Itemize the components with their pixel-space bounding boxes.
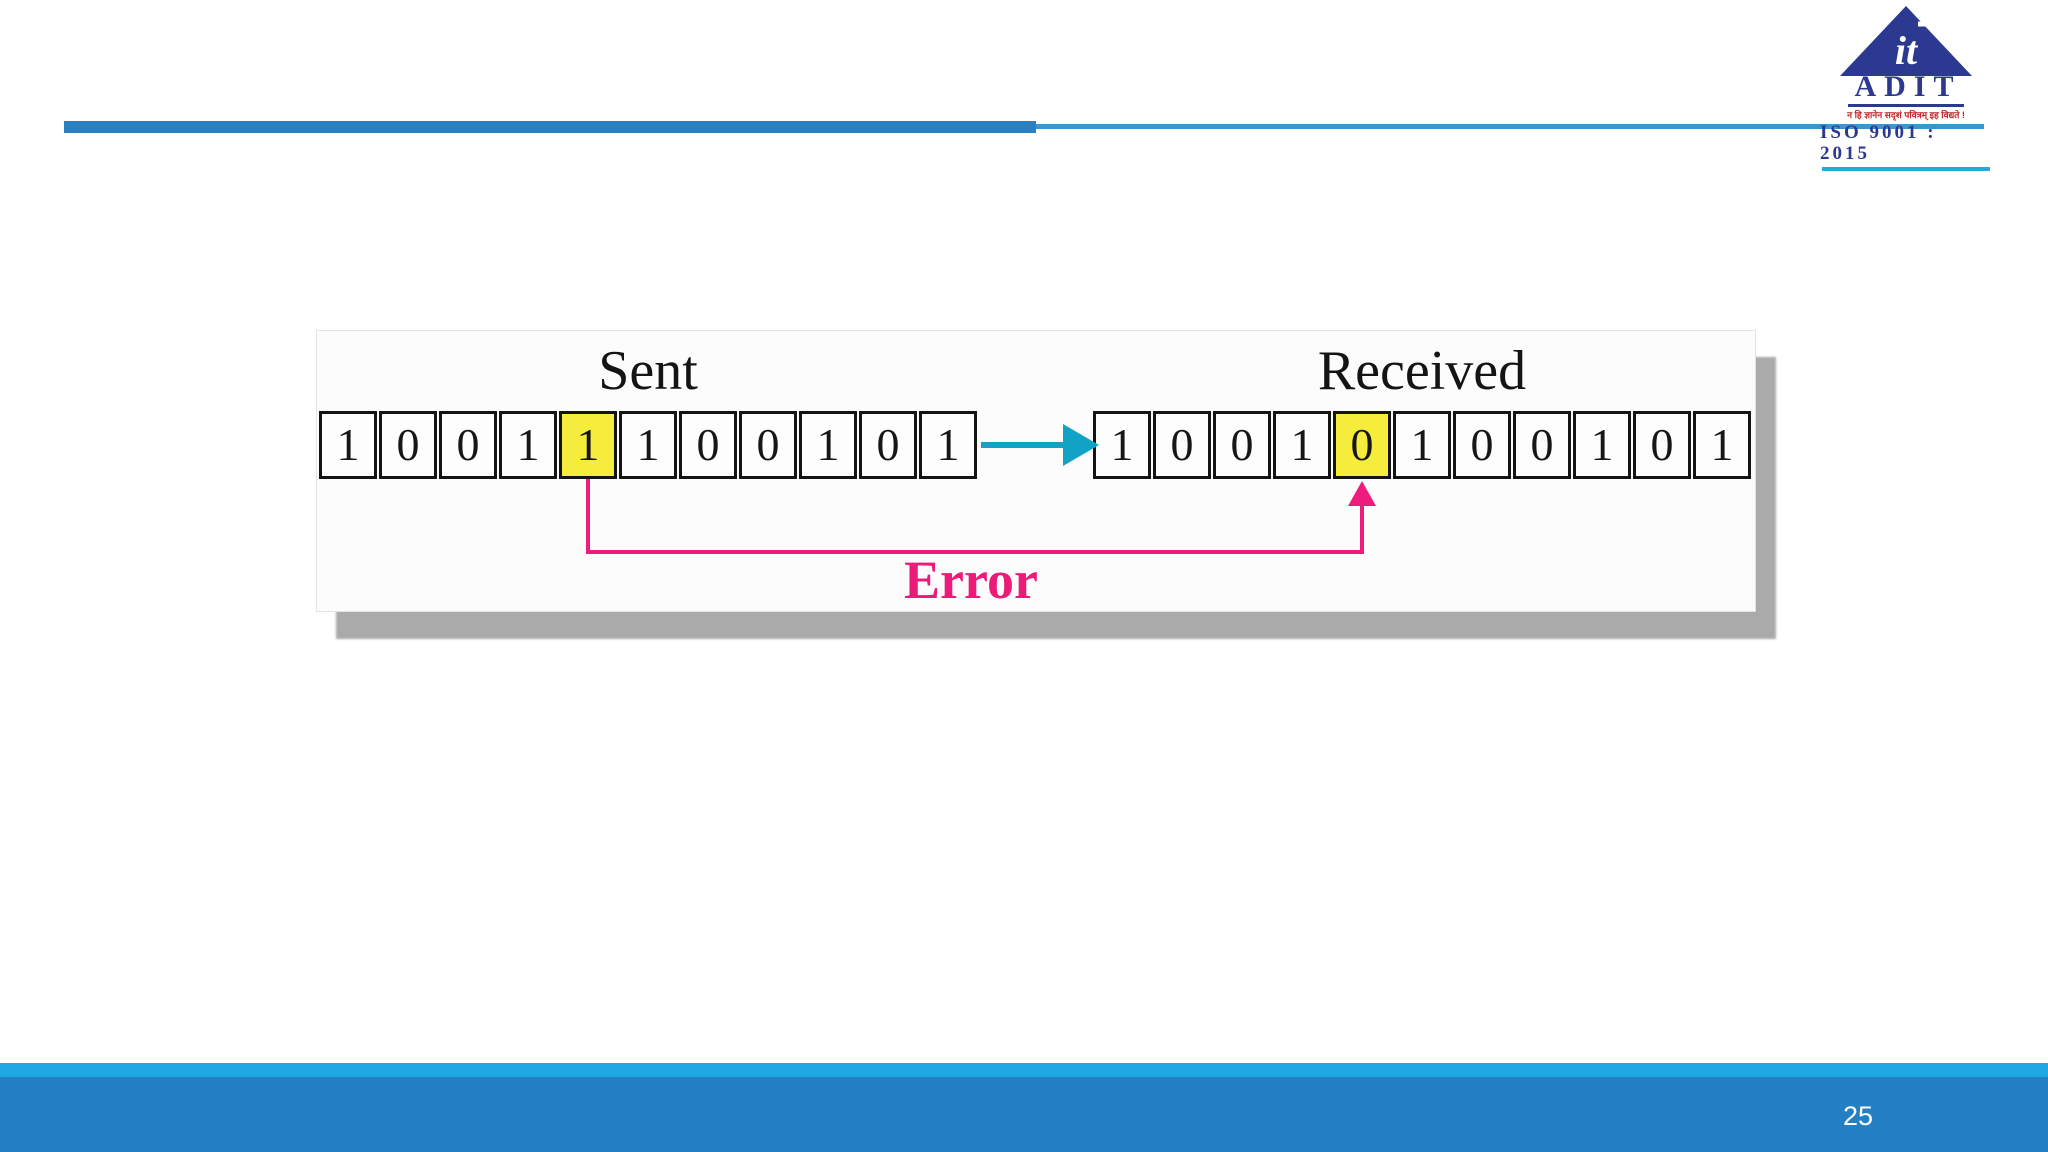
logo-acronym: ADIT [1848, 72, 1964, 107]
footer-bar [0, 1077, 2048, 1152]
logo-tagline: न हि ज्ञानेन सदृशं पवित्रम् इह विद्यते ! [1847, 110, 1965, 120]
footer-accent-stripe [0, 1063, 2048, 1077]
bit-cell: 0 [1333, 411, 1391, 479]
logo-underline [1822, 166, 1990, 171]
page-number: 25 [1842, 1101, 1874, 1131]
bit-cell: 1 [1573, 411, 1631, 479]
logo-iso-text: ISO 9001 : 2015 [1820, 121, 1937, 164]
top-rule-thin [1036, 124, 1984, 129]
bit-cell: 0 [739, 411, 797, 479]
bit-cell: 1 [919, 411, 977, 479]
logo-triangle-icon: it [1840, 6, 1972, 76]
bit-cell: 1 [559, 411, 617, 479]
bit-cell: 1 [1273, 411, 1331, 479]
bit-cell: 1 [619, 411, 677, 479]
bit-cell: 0 [1153, 411, 1211, 479]
bit-cell: 1 [1693, 411, 1751, 479]
sent-label: Sent [598, 340, 698, 402]
bit-cell: 1 [319, 411, 377, 479]
bit-cell: 0 [379, 411, 437, 479]
adit-logo: it ADIT न हि ज्ञानेन सदृशं पवित्रम् इह व… [1820, 6, 1992, 171]
bit-cell: 0 [1453, 411, 1511, 479]
error-path-arrow-icon [586, 479, 1376, 554]
bit-cell: 0 [1513, 411, 1571, 479]
bit-cell: 0 [679, 411, 737, 479]
bit-cell: 1 [1393, 411, 1451, 479]
bit-cell: 0 [1633, 411, 1691, 479]
top-rule-thick [64, 121, 1036, 133]
bit-cell: 1 [499, 411, 557, 479]
logo-emblem-glyph: it [1895, 28, 1919, 73]
bit-cell: 0 [859, 411, 917, 479]
error-label: Error [904, 550, 1038, 610]
received-label: Received [1317, 340, 1527, 402]
bit-cell: 1 [1093, 411, 1151, 479]
bit-cell: 0 [1213, 411, 1271, 479]
bit-cell: 1 [799, 411, 857, 479]
transmission-arrow-icon [981, 424, 1099, 466]
bit-cell: 0 [439, 411, 497, 479]
